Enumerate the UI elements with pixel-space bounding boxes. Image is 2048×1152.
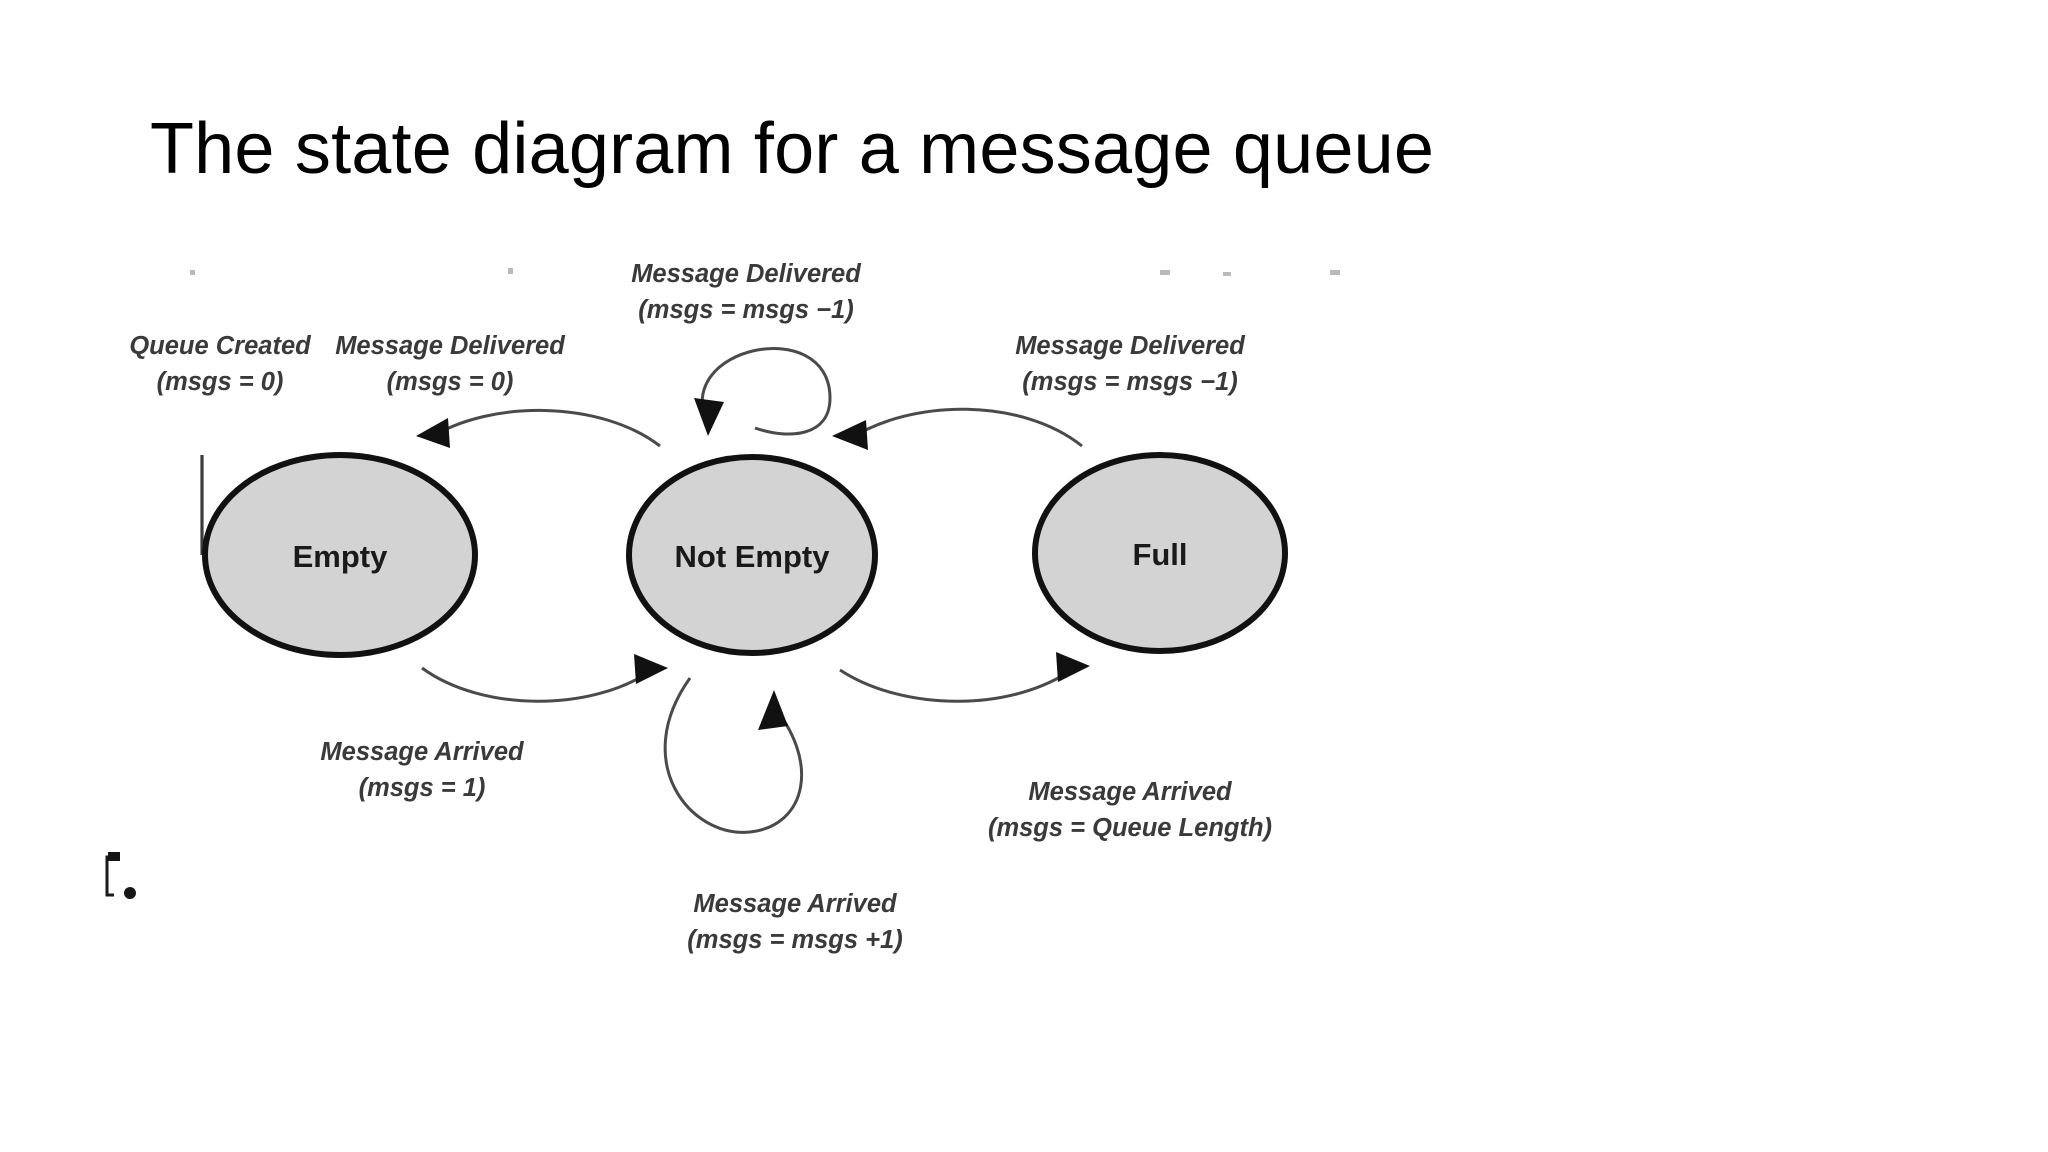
- edge-label-full-to-not-empty-event: Message Delivered: [1015, 332, 1246, 360]
- page-title: The state diagram for a message queue: [150, 109, 1435, 189]
- edge-label-not-empty-self-delivered: Message Delivered (msgs = msgs −1): [631, 260, 862, 324]
- state-label-empty: Empty: [293, 539, 389, 574]
- edge-label-not-empty-to-empty-event: Message Delivered: [335, 332, 566, 360]
- edge-label-not-empty-to-full: Message Arrived (msgs = Queue Length): [988, 778, 1272, 842]
- edge-label-not-empty-self-delivered-action: (msgs = msgs −1): [638, 296, 853, 324]
- state-node-empty[interactable]: Empty: [202, 452, 478, 658]
- edge-label-not-empty-self-arrived: Message Arrived (msgs = msgs +1): [687, 890, 902, 954]
- edge-not-empty-to-full: [839, 652, 1090, 703]
- edge-label-queue-created-event: Queue Created: [130, 332, 312, 360]
- edge-not-empty-self-arrived: [663, 677, 804, 834]
- edge-label-not-empty-to-full-action: (msgs = Queue Length): [988, 814, 1272, 842]
- edge-label-full-to-not-empty-action: (msgs = msgs −1): [1022, 368, 1237, 396]
- state-label-not-empty: Not Empty: [675, 539, 831, 574]
- edge-empty-to-not-empty: [421, 654, 668, 703]
- scan-artifact-mark: [105, 852, 136, 899]
- edge-label-queue-created-action: (msgs = 0): [157, 368, 284, 396]
- state-node-not-empty[interactable]: Not Empty: [626, 454, 878, 656]
- state-diagram-svg: Empty Not Empty Full Queue Created (msgs…: [130, 260, 1340, 954]
- edge-label-not-empty-to-full-event: Message Arrived: [1028, 778, 1233, 806]
- edge-label-empty-to-not-empty-action: (msgs = 1): [359, 774, 486, 802]
- edge-label-full-to-not-empty: Message Delivered (msgs = msgs −1): [1015, 332, 1246, 396]
- state-node-full[interactable]: Full: [1032, 452, 1288, 654]
- edge-label-not-empty-to-empty-action: (msgs = 0): [387, 368, 514, 396]
- state-label-full: Full: [1132, 537, 1187, 572]
- edge-label-empty-to-not-empty: Message Arrived (msgs = 1): [320, 738, 525, 802]
- edge-label-queue-created: Queue Created (msgs = 0): [130, 332, 312, 396]
- state-diagram-figure: Empty Not Empty Full Queue Created (msgs…: [130, 250, 1450, 970]
- edge-label-not-empty-self-arrived-event: Message Arrived: [693, 890, 898, 918]
- edge-not-empty-to-empty: [416, 408, 661, 448]
- scan-specks: [190, 268, 1340, 276]
- edge-label-not-empty-self-delivered-event: Message Delivered: [631, 260, 862, 288]
- edge-not-empty-self-delivered: [694, 347, 832, 436]
- edge-full-to-not-empty: [832, 407, 1083, 450]
- edge-label-not-empty-self-arrived-action: (msgs = msgs +1): [687, 926, 902, 954]
- edge-label-empty-to-not-empty-event: Message Arrived: [320, 738, 525, 766]
- edge-label-not-empty-to-empty: Message Delivered (msgs = 0): [335, 332, 566, 396]
